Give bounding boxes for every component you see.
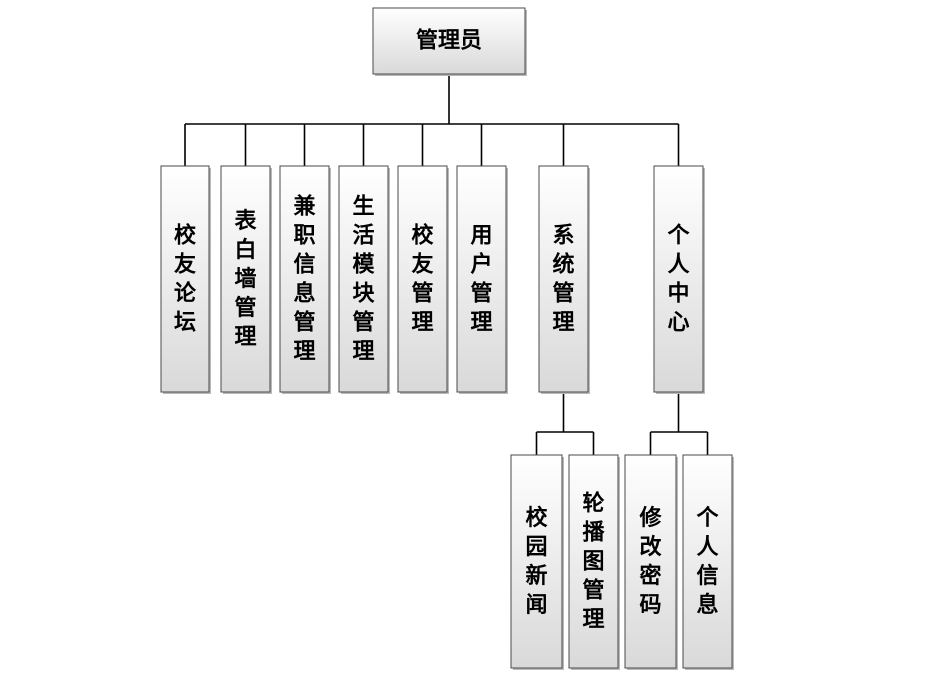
child-node-3: 兼职信息管理: [279, 165, 331, 394]
child-node-3-box: [279, 165, 330, 393]
personal-sub-node-1-label: 修改密码: [638, 505, 662, 618]
child-node-6: 用户管理: [456, 165, 508, 394]
child-node-4-label: 生活模块管理: [352, 194, 375, 364]
child-node-3-label: 兼职信息管理: [293, 193, 315, 364]
child-node-6-box: [456, 165, 507, 393]
child-node-1-label: 校友论坛: [174, 222, 197, 335]
child-node-6-label: 用户管理: [470, 223, 492, 335]
root-node-admin: 管理员: [372, 7, 527, 76]
child-node-5-label: 校友管理: [411, 222, 434, 335]
personal-sub-node-1: 修改密码: [624, 454, 678, 670]
child-node-5-box: [397, 165, 448, 393]
root-node-admin-box: [372, 7, 526, 75]
child-node-8: 个人中心: [653, 165, 705, 394]
root-node-label: 管理员: [416, 28, 482, 54]
child-node-2: 表白墙管理: [220, 165, 272, 394]
system-sub-node-1: 校园新闻: [510, 454, 564, 670]
child-node-4-box: [338, 165, 389, 393]
child-node-1-box: [160, 165, 210, 393]
personal-sub-node-2: 个人信息: [682, 454, 734, 670]
child-node-7: 系统管理: [538, 165, 590, 394]
child-node-8-box: [653, 165, 704, 393]
personal-sub-node-2-label: 个人信息: [696, 506, 719, 618]
system-sub-node-2: 轮播图管理: [568, 454, 620, 670]
child-node-2-label: 表白墙管理: [234, 209, 257, 350]
personal-sub-node-2-box: [682, 454, 733, 669]
personal-sub-node-1-box: [624, 454, 677, 669]
child-node-7-label: 系统管理: [552, 223, 574, 335]
system-sub-node-2-label: 轮播图管理: [582, 490, 605, 632]
child-node-2-box: [220, 165, 271, 393]
connector-lines: [184, 74, 709, 455]
child-node-7-box: [538, 165, 589, 393]
system-sub-node-1-label: 校园新闻: [525, 505, 548, 618]
child-node-8-label: 个人中心: [667, 223, 690, 335]
child-node-5: 校友管理: [397, 165, 449, 394]
child-node-4: 生活模块管理: [338, 165, 390, 394]
system-sub-node-1-box: [510, 454, 563, 669]
child-node-1: 校友论坛: [160, 165, 211, 394]
system-sub-node-2-box: [568, 454, 619, 669]
